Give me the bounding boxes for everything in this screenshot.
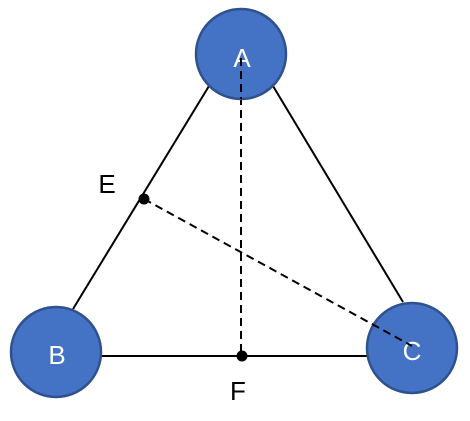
node-c-label: C (403, 336, 422, 366)
point-e-dot (138, 193, 150, 205)
node-b-label: B (48, 340, 65, 370)
dashed-line-c-overlay (371, 323, 413, 347)
node-a-label: A (233, 43, 251, 73)
node-b: B (9, 305, 103, 399)
node-c-circle (365, 301, 459, 395)
point-e-label: E (98, 169, 115, 199)
edge-a-c (272, 85, 404, 303)
node-c: C (365, 301, 459, 395)
point-f-label: F (230, 376, 246, 406)
node-b-circle (9, 305, 103, 399)
point-f-dot (236, 350, 248, 362)
dashed-line-e-c (143, 198, 413, 347)
